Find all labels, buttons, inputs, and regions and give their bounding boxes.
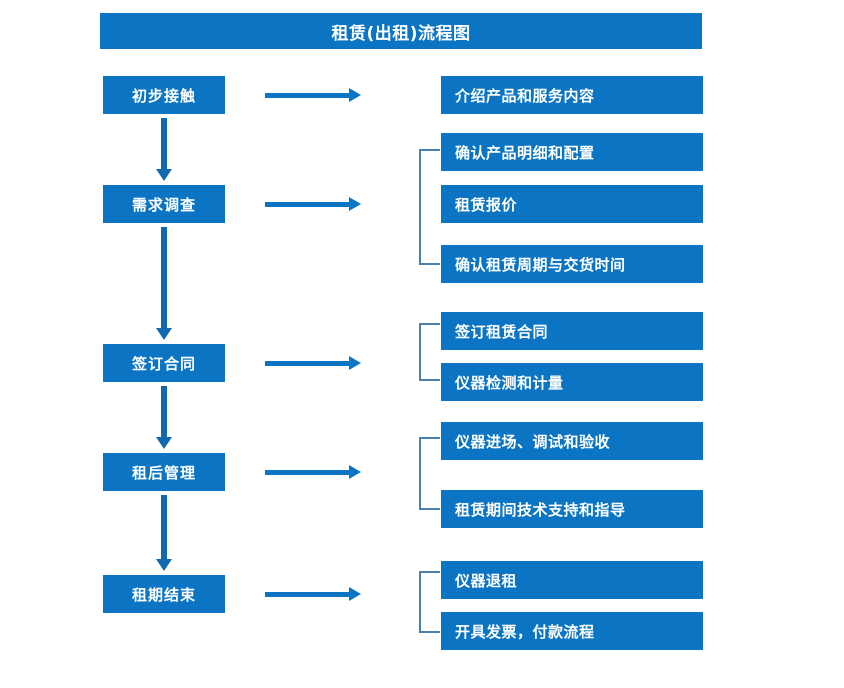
horizontal-arrow-1 bbox=[265, 88, 361, 102]
detail-box-3: 租赁报价 bbox=[441, 185, 703, 223]
arrow-head-icon bbox=[156, 169, 172, 181]
horizontal-arrow-3 bbox=[265, 356, 361, 370]
stage-box-1: 初步接触 bbox=[103, 76, 225, 114]
horizontal-arrow-4 bbox=[265, 465, 361, 479]
detail-box-5: 签订租赁合同 bbox=[441, 312, 703, 350]
arrow-head-icon bbox=[349, 197, 361, 211]
detail-box-7: 仪器进场、调试和验收 bbox=[441, 422, 703, 460]
stage-box-5: 租期结束 bbox=[103, 575, 225, 613]
detail-box-1: 介绍产品和服务内容 bbox=[441, 76, 703, 114]
stage-box-3: 签订合同 bbox=[103, 344, 225, 382]
arrow-shaft bbox=[265, 93, 350, 98]
arrow-head-icon bbox=[156, 328, 172, 340]
detail-box-8: 租赁期间技术支持和指导 bbox=[441, 490, 703, 528]
group-bracket-2 bbox=[419, 323, 440, 381]
arrow-shaft bbox=[265, 470, 350, 475]
detail-box-6: 仪器检测和计量 bbox=[441, 363, 703, 401]
detail-box-4: 确认租赁周期与交货时间 bbox=[441, 245, 703, 283]
vertical-arrow-1 bbox=[156, 118, 172, 181]
arrow-head-icon bbox=[349, 88, 361, 102]
group-bracket-3 bbox=[419, 437, 440, 510]
vertical-arrow-3 bbox=[156, 386, 172, 449]
arrow-shaft bbox=[161, 386, 167, 438]
group-bracket-1 bbox=[419, 149, 440, 265]
horizontal-arrow-2 bbox=[265, 197, 361, 211]
horizontal-arrow-5 bbox=[265, 587, 361, 601]
arrow-head-icon bbox=[349, 587, 361, 601]
arrow-shaft bbox=[265, 202, 350, 207]
stage-box-2: 需求调查 bbox=[103, 185, 225, 223]
vertical-arrow-2 bbox=[156, 227, 172, 340]
arrow-head-icon bbox=[156, 437, 172, 449]
arrow-shaft bbox=[161, 495, 167, 560]
detail-box-2: 确认产品明细和配置 bbox=[441, 133, 703, 171]
arrow-shaft bbox=[161, 227, 167, 329]
arrow-head-icon bbox=[156, 559, 172, 571]
arrow-shaft bbox=[161, 118, 167, 170]
arrow-head-icon bbox=[349, 356, 361, 370]
vertical-arrow-4 bbox=[156, 495, 172, 571]
detail-box-10: 开具发票，付款流程 bbox=[441, 612, 703, 650]
arrow-shaft bbox=[265, 361, 350, 366]
detail-box-9: 仪器退租 bbox=[441, 561, 703, 599]
page-title: 租赁(出租)流程图 bbox=[100, 13, 702, 49]
stage-box-4: 租后管理 bbox=[103, 453, 225, 491]
arrow-head-icon bbox=[349, 465, 361, 479]
arrow-shaft bbox=[265, 592, 350, 597]
group-bracket-4 bbox=[419, 571, 440, 633]
